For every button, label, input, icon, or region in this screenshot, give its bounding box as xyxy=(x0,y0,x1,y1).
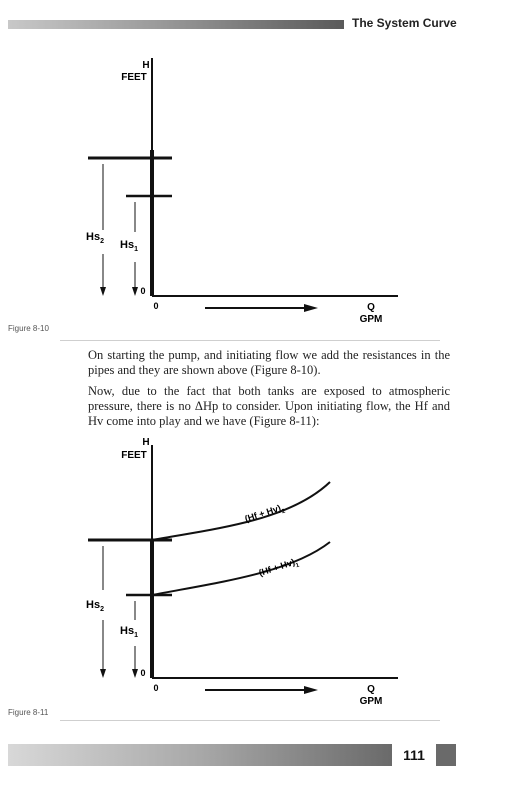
y-axis-label-h: H xyxy=(142,60,149,71)
caption-rule xyxy=(60,340,440,341)
figure-8-11: H FEET (Hf + Hv)2 (Hf + Hv)1 Hs2 Hs1 0 0… xyxy=(0,430,508,715)
hs1-label-base: Hs xyxy=(120,625,134,637)
hs2-label: Hs2 xyxy=(86,231,104,245)
footer-bar xyxy=(8,744,392,766)
hs2-label-sub: 2 xyxy=(100,238,104,245)
hs1-label: Hs1 xyxy=(120,239,138,253)
curve-2-label-base: (Hf + Hv) xyxy=(244,503,283,524)
flow-arrow-head-icon xyxy=(304,686,318,694)
curve-2-label-sub: 2 xyxy=(281,508,287,515)
hs1-arrow-down-icon xyxy=(132,287,138,296)
hs2-label-base: Hs xyxy=(86,599,100,611)
x-axis-label-q: Q xyxy=(367,684,375,695)
paragraph-2: Now, due to the fact that both tanks are… xyxy=(88,384,450,428)
figure-8-10: H FEET Hs2 Hs1 0 0 Q GPM xyxy=(0,40,508,330)
curve-2-label: (Hf + Hv)2 xyxy=(244,502,287,527)
hs2-label: Hs2 xyxy=(86,599,104,613)
hs2-label-base: Hs xyxy=(86,231,100,243)
system-curve-1 xyxy=(151,541,331,596)
x-axis-label-gpm: GPM xyxy=(360,314,383,325)
y-axis-zero-label: 0 xyxy=(140,668,145,678)
y-axis-label-feet: FEET xyxy=(121,450,147,461)
figure-8-11-diagram: H FEET (Hf + Hv)2 (Hf + Hv)1 Hs2 Hs1 0 0… xyxy=(86,437,398,707)
paragraph-1: On starting the pump, and initiating flo… xyxy=(88,348,450,377)
x-axis-label-q: Q xyxy=(367,302,375,313)
hs2-arrow-down-icon xyxy=(100,287,106,296)
hs2-label-sub: 2 xyxy=(100,606,104,613)
y-axis-label-h: H xyxy=(142,437,149,448)
hs1-arrow-down-icon xyxy=(132,669,138,678)
y-axis-zero-label: 0 xyxy=(140,286,145,296)
flow-arrow-head-icon xyxy=(304,304,318,312)
curve-1-label: (Hf + Hv)1 xyxy=(258,556,301,581)
figure-8-11-caption: Figure 8-11 xyxy=(8,708,49,717)
system-curve-2 xyxy=(151,481,331,541)
curve-1-label-base: (Hf + Hv) xyxy=(258,557,297,578)
figure-8-10-diagram: H FEET Hs2 Hs1 0 0 Q GPM xyxy=(86,58,398,325)
hs1-label-sub: 1 xyxy=(134,632,138,639)
origin-label: 0 xyxy=(153,301,158,311)
x-axis-label-gpm: GPM xyxy=(360,696,383,707)
header-bar xyxy=(8,20,344,29)
origin-label: 0 xyxy=(153,683,158,693)
figure-8-10-caption: Figure 8-10 xyxy=(8,324,49,333)
caption-rule xyxy=(60,720,440,721)
hs2-arrow-down-icon xyxy=(100,669,106,678)
hs1-label-base: Hs xyxy=(120,239,134,251)
footer-end-block xyxy=(436,744,456,766)
hs1-label-sub: 1 xyxy=(134,246,138,253)
running-header-title: The System Curve xyxy=(352,16,457,30)
y-axis-label-feet: FEET xyxy=(121,72,147,83)
page-number: 111 xyxy=(403,747,425,763)
curve-1-label-sub: 1 xyxy=(295,562,301,569)
hs1-label: Hs1 xyxy=(120,625,138,639)
